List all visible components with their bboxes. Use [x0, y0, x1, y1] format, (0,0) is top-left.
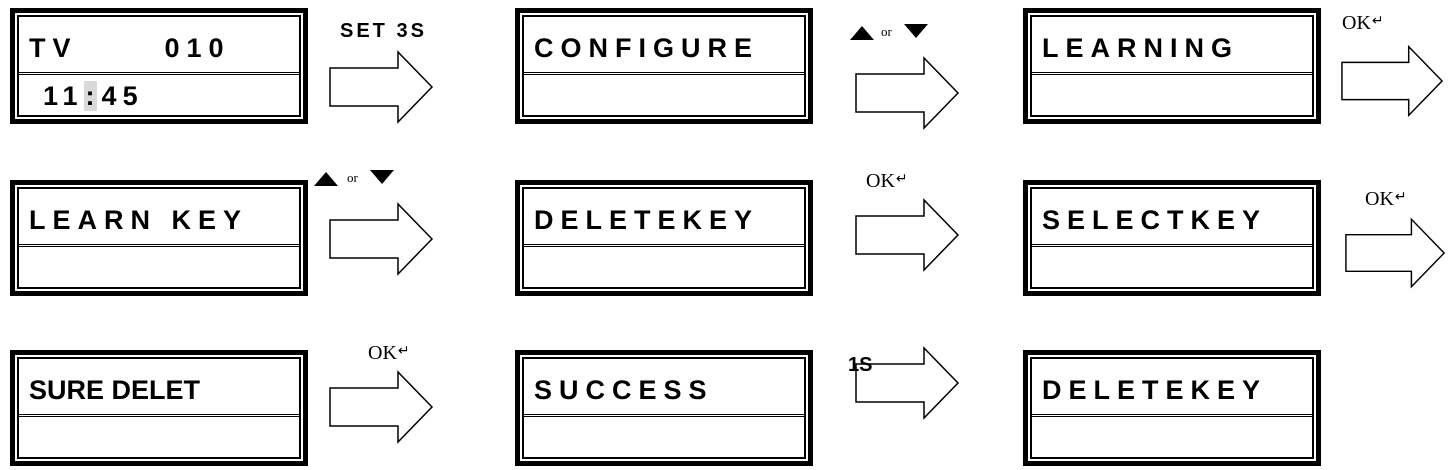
return-icon: ↵ — [1371, 14, 1384, 29]
lcd-screen-learn-key: LEARN KEY — [10, 180, 308, 296]
lcd-divider — [1032, 414, 1312, 417]
lcd-screen-select-key: SELECTKEY — [1023, 180, 1321, 296]
lcd-screen-delete-key-result: DELETEKEY — [1023, 350, 1321, 466]
lcd-screen-success: SUCCESS — [515, 350, 813, 466]
lcd-inner-frame: SURE DELET — [17, 357, 301, 459]
lcd-line1: SUCCESS — [534, 375, 714, 405]
lcd-screen-sure-delete: SURE DELET — [10, 350, 308, 466]
label-ok-key: OK↵ — [1365, 188, 1407, 211]
lcd-inner-frame: CONFIGURE — [522, 15, 806, 117]
arrow-right-icon — [329, 202, 434, 276]
label-or: or — [347, 170, 358, 185]
lcd-inner-frame: LEARNING — [1030, 15, 1314, 117]
lcd-line1: SURE DELET — [29, 375, 201, 405]
lcd-divider — [524, 72, 804, 75]
time-hours: 11 — [43, 81, 84, 111]
lcd-divider — [19, 244, 299, 247]
arrow-right-icon — [329, 50, 434, 124]
label-ok-key: OK↵ — [1342, 12, 1384, 35]
lcd-inner-frame: LEARN KEY — [17, 187, 301, 289]
return-icon: ↵ — [895, 172, 908, 187]
lcd-divider — [1032, 72, 1312, 75]
arrow-right-icon — [855, 198, 960, 272]
lcd-inner-frame: SELECTKEY — [1030, 187, 1314, 289]
lcd-line1: LEARNING — [1042, 33, 1239, 63]
lcd-divider — [524, 414, 804, 417]
lcd-screen-tv-time: TV 010 11:45 — [10, 8, 308, 124]
arrow-right-icon — [1345, 217, 1446, 289]
lcd-screen-configure: CONFIGURE — [515, 8, 813, 124]
arrow-right-icon — [1341, 44, 1444, 118]
arrow-right-icon — [855, 346, 960, 420]
label-or: or — [881, 24, 892, 39]
time-minutes: 45 — [101, 81, 144, 111]
arrow-right-icon — [329, 370, 434, 444]
down-arrow-key-icon — [370, 170, 394, 184]
arrow-right-icon — [855, 56, 960, 130]
lcd-divider — [1032, 244, 1312, 247]
return-icon: ↵ — [397, 344, 410, 359]
lcd-line1: LEARN KEY — [29, 205, 249, 235]
lcd-line1: DELETEKEY — [1042, 375, 1268, 405]
label-ok-key: OK↵ — [866, 170, 908, 193]
lcd-line1: CONFIGURE — [534, 33, 759, 63]
lcd-screen-learning: LEARNING — [1023, 8, 1321, 124]
lcd-line1: SELECTKEY — [1042, 205, 1268, 235]
up-arrow-key-icon — [850, 26, 874, 40]
lcd-divider — [19, 414, 299, 417]
label-set-3s: SET 3S — [340, 20, 427, 42]
down-arrow-key-icon — [904, 24, 928, 38]
time-colon-cursor: : — [83, 81, 97, 111]
lcd-line1: DELETEKEY — [534, 205, 760, 235]
up-arrow-key-icon — [314, 172, 338, 186]
lcd-inner-frame: TV 010 11:45 — [17, 15, 301, 117]
lcd-inner-frame: SUCCESS — [522, 357, 806, 459]
label-ok-key: OK↵ — [368, 342, 410, 365]
lcd-divider — [19, 72, 299, 75]
lcd-inner-frame: DELETEKEY — [1030, 357, 1314, 459]
lcd-divider — [524, 244, 804, 247]
ok-text: OK — [866, 170, 895, 192]
lcd-line1: TV 010 — [29, 33, 231, 63]
ok-text: OK — [1365, 188, 1394, 210]
label-1s: 1S — [848, 354, 873, 376]
ok-text: OK — [1342, 12, 1371, 34]
lcd-inner-frame: DELETEKEY — [522, 187, 806, 289]
lcd-line2-time: 11:45 — [43, 81, 144, 111]
return-icon: ↵ — [1394, 190, 1407, 205]
lcd-screen-delete-key: DELETEKEY — [515, 180, 813, 296]
ok-text: OK — [368, 342, 397, 364]
